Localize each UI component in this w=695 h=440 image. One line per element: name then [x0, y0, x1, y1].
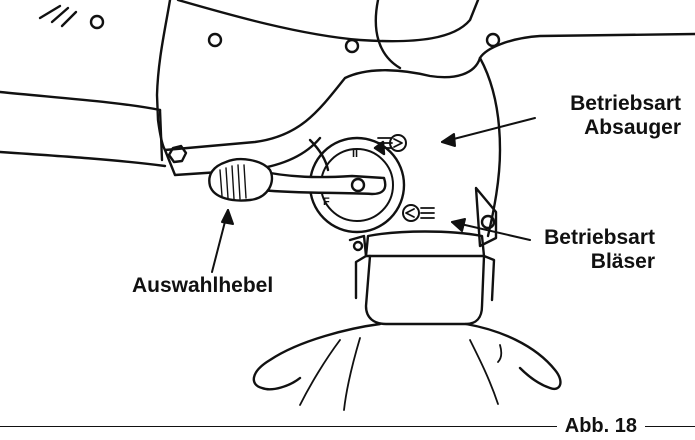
blower-mode-icon [402, 204, 435, 222]
handle-ridge [374, 0, 402, 70]
label-auswahlhebel: Auswahlhebel [132, 274, 274, 297]
caption-rule-left [0, 425, 557, 427]
upper-housing-top-edge [176, 0, 480, 43]
bag-folds [299, 337, 503, 411]
figure-caption: Abb. 18 [0, 414, 695, 438]
main-body-right-edge [478, 56, 502, 238]
screw-upper-1 [207, 32, 223, 48]
arrow-blaeser [451, 221, 531, 241]
screw-top-left [89, 14, 105, 30]
label-betriebsart-absauger: Betriebsart Absauger [570, 92, 681, 140]
caption-rule-right [645, 425, 695, 427]
tube-upper [0, 90, 162, 112]
body-left-lower [308, 138, 330, 172]
selector-lever-icon[interactable] [208, 158, 387, 202]
arrow-absauger [441, 117, 536, 143]
label-blaeser-line1: Betriebsart [544, 226, 655, 249]
label-absauger-line2: Absauger [584, 116, 681, 139]
bag-connector-top [364, 230, 486, 258]
label-betriebsart-blaeser: Betriebsart Bläser [544, 226, 655, 274]
caption-text: Abb. 18 [564, 414, 637, 437]
tube-end [158, 108, 164, 162]
label-absauger-line1: Betriebsart [570, 92, 681, 115]
dial-mark-f-left: F [323, 196, 330, 208]
label-blaeser-line2: Bläser [590, 250, 655, 273]
clip-screw [480, 214, 496, 230]
collection-bag [252, 322, 562, 391]
bag-connector-left-tab [348, 234, 368, 300]
hex-nut [167, 144, 188, 164]
dial-mark-ii: II [352, 148, 358, 160]
bag-connector-body [364, 254, 486, 326]
screw-upper-2 [344, 38, 360, 54]
screw-upper-3 [485, 32, 501, 48]
pointer-arrows [211, 117, 536, 273]
hatch-marks [38, 4, 78, 28]
suction-mode-icon [377, 134, 407, 152]
tab-rivet [352, 240, 364, 252]
side-clip [474, 186, 498, 248]
tube-lower [0, 150, 167, 168]
bag-connector-right-tab [482, 254, 496, 302]
